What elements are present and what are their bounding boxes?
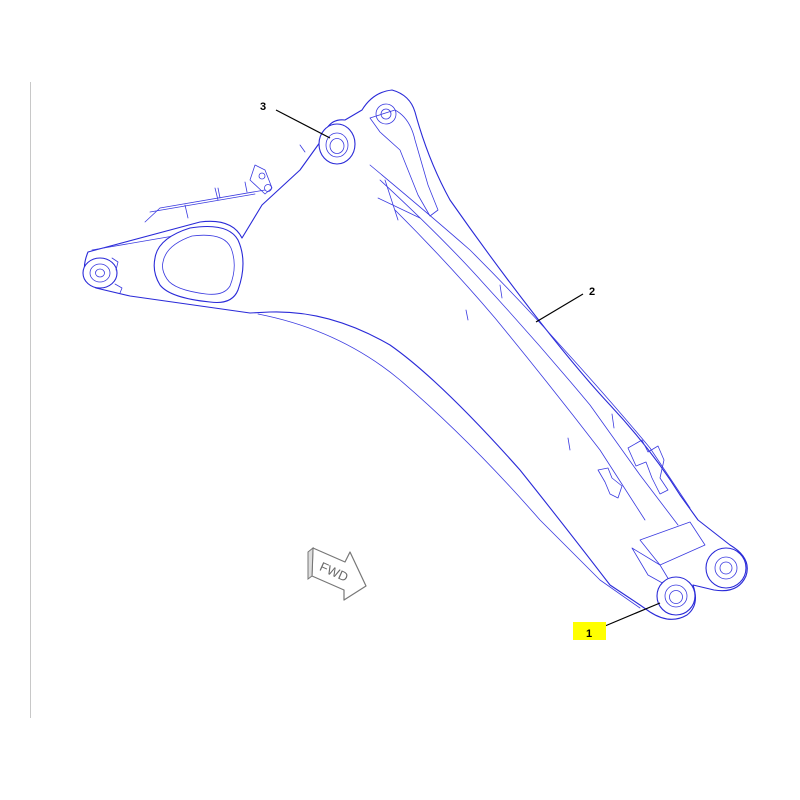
fwd-direction-arrow: FWD <box>307 546 367 601</box>
leader-3 <box>275 109 331 139</box>
upper-boom-plate <box>369 109 439 217</box>
boom-mid-edge <box>379 179 679 526</box>
bushing-part-3 <box>318 123 356 165</box>
boom-body-outline <box>83 89 748 620</box>
top-boss-ring <box>375 103 397 125</box>
callout-1[interactable]: 1 <box>586 628 592 640</box>
boom-upper-edge <box>369 164 691 509</box>
boom-assembly <box>82 89 748 620</box>
callout-3[interactable]: 3 <box>260 101 266 113</box>
boom-pegs <box>217 144 615 451</box>
boom-cross-line <box>377 179 421 221</box>
front-right-boss <box>705 547 747 589</box>
top-boss-hole <box>380 108 392 120</box>
rear-pin-boss <box>82 257 123 294</box>
rear-oval-inner <box>162 234 235 295</box>
bushing-part-1 <box>656 576 696 616</box>
front-bracket-left <box>597 467 623 499</box>
front-bracket-right <box>627 439 669 495</box>
callout-1-highlight <box>573 622 606 640</box>
boom-side-line <box>257 313 641 609</box>
page-left-rule <box>30 82 31 718</box>
leader-2 <box>535 293 584 323</box>
front-plate <box>639 521 706 566</box>
rear-bracket-ribs <box>184 181 248 219</box>
boom-lower-edge <box>394 209 646 521</box>
rear-lug-boss <box>264 184 272 192</box>
rear-lug-hole <box>258 172 266 180</box>
callout-2[interactable]: 2 <box>589 286 595 298</box>
rear-lug <box>249 164 273 195</box>
leader-1 <box>604 602 661 627</box>
rear-oval-opening <box>153 225 244 304</box>
